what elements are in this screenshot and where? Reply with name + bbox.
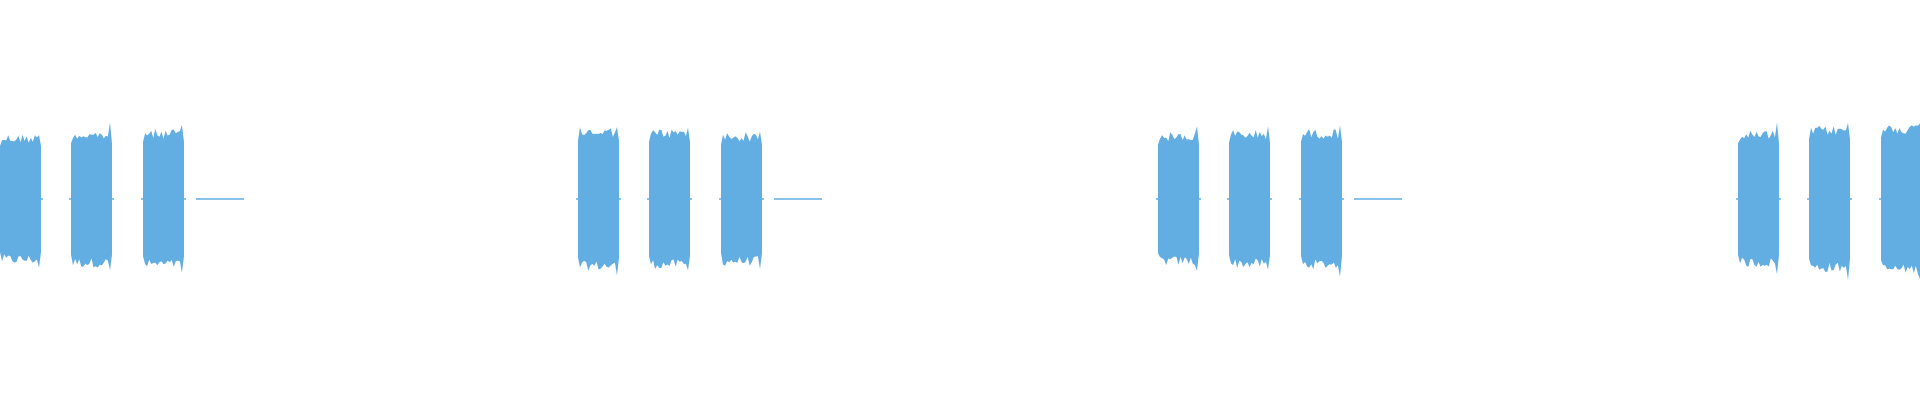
waveform-burst bbox=[721, 131, 762, 270]
waveform-group bbox=[1736, 122, 1920, 281]
waveform-burst bbox=[1881, 123, 1920, 279]
waveform-burst bbox=[71, 122, 112, 271]
waveform-group bbox=[576, 127, 822, 276]
waveform-burst bbox=[1229, 126, 1270, 270]
waveform-group bbox=[0, 122, 244, 273]
waveform-burst bbox=[1809, 123, 1850, 281]
waveform-burst bbox=[1301, 125, 1342, 277]
waveform-group bbox=[1156, 125, 1402, 277]
waveform-burst bbox=[0, 134, 41, 268]
waveform-burst bbox=[578, 127, 619, 276]
